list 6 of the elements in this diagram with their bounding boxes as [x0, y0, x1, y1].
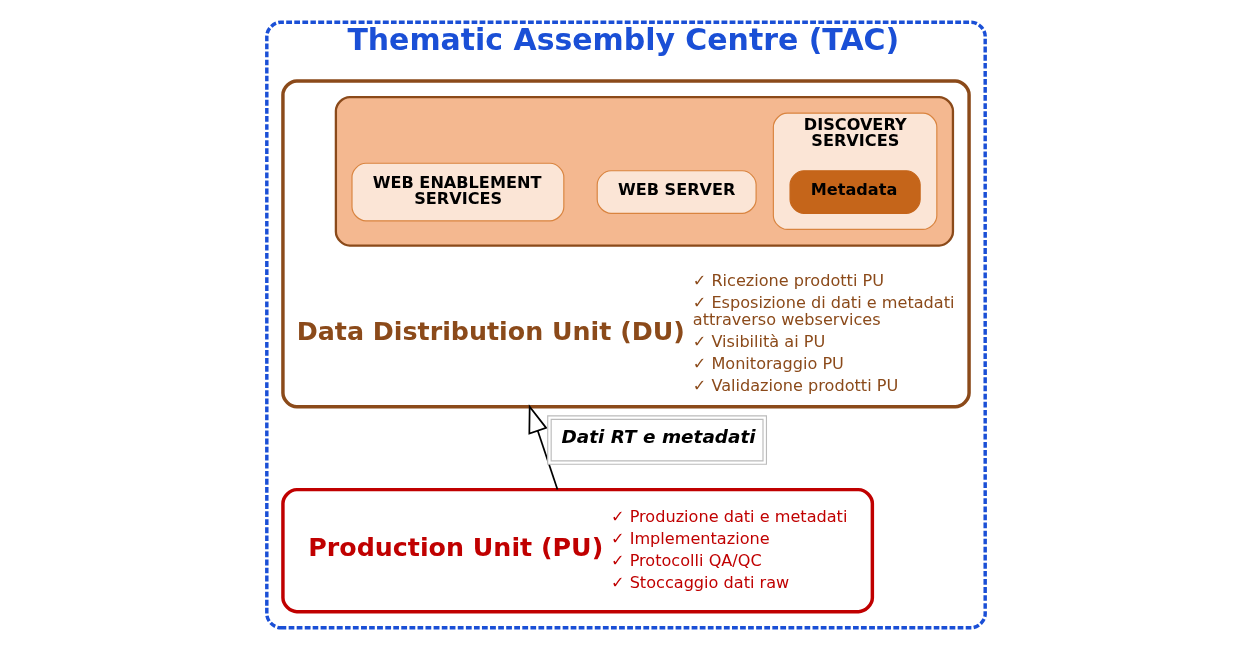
edge-label: Dati RT e metadati [561, 426, 756, 448]
node-box: WEB SERVER [596, 170, 757, 214]
arrow [527, 404, 558, 491]
node-box: Metadata [788, 170, 921, 214]
cluster [334, 95, 954, 247]
node-box: WEB ENABLEMENT SERVICES [350, 162, 564, 222]
